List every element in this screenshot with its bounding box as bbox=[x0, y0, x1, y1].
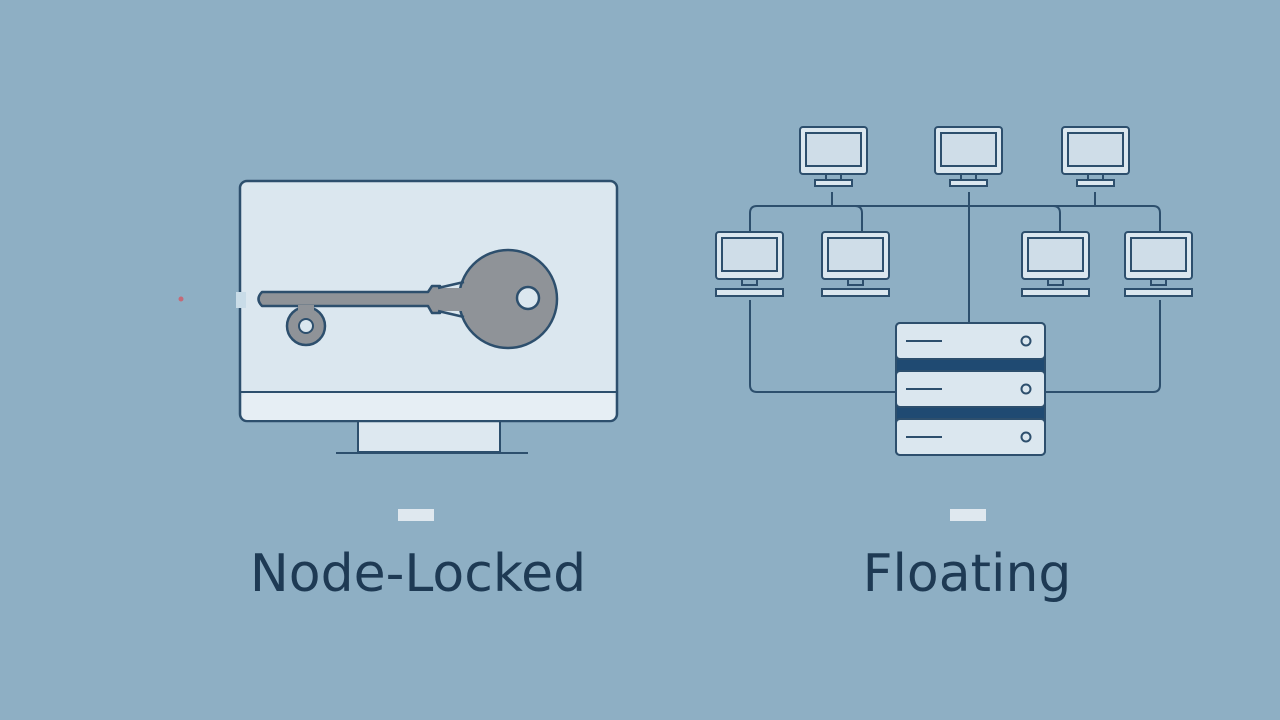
server-rack-icon bbox=[895, 322, 1046, 456]
computer-icon bbox=[1061, 126, 1130, 187]
red-dot bbox=[178, 296, 184, 302]
left-dash-mark bbox=[398, 509, 434, 521]
node-locked-illustration bbox=[178, 179, 619, 454]
key-icon bbox=[257, 248, 559, 350]
floating-label: Floating bbox=[862, 544, 1072, 604]
right-dash-mark bbox=[950, 509, 986, 521]
floating-illustration bbox=[715, 126, 1193, 456]
network-connections bbox=[749, 192, 1161, 393]
computer-icon bbox=[1124, 231, 1193, 297]
computer-icon bbox=[799, 126, 868, 187]
computer-icon bbox=[1021, 231, 1090, 297]
computer-icon bbox=[715, 231, 784, 297]
node-locked-label: Node-Locked bbox=[249, 544, 587, 604]
computer-icon bbox=[821, 231, 890, 297]
computer-icon bbox=[934, 126, 1003, 187]
